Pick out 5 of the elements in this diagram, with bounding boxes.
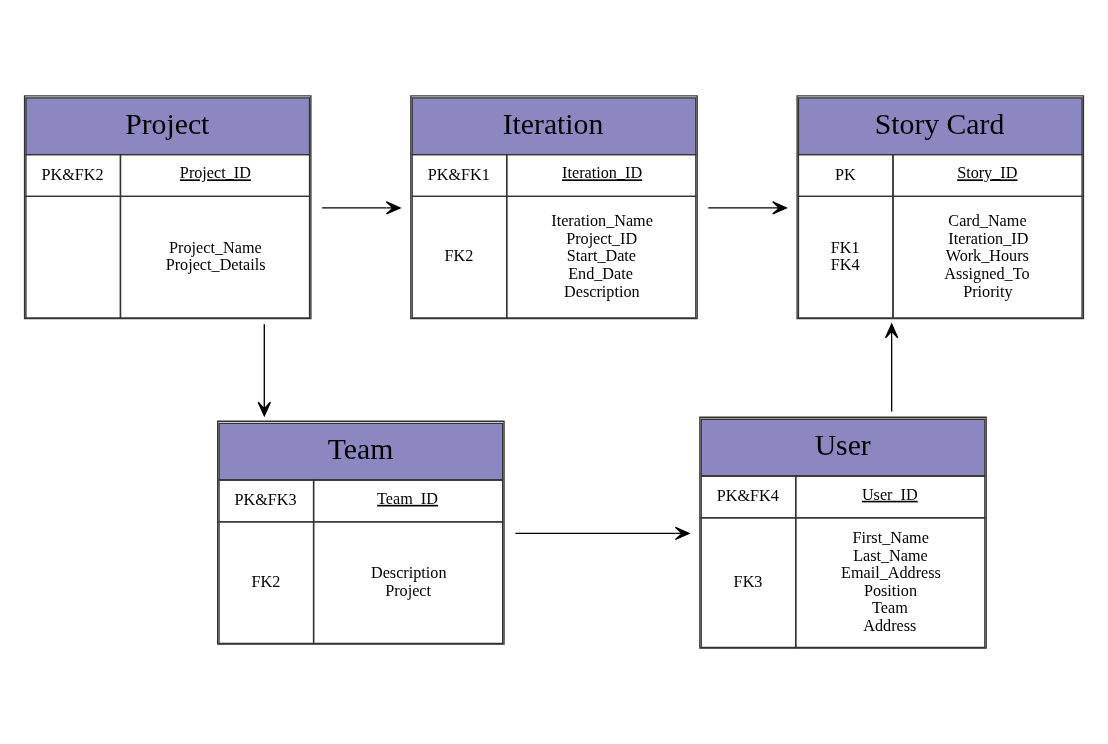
- arrow: [257, 323, 272, 417]
- arrow: [707, 201, 787, 215]
- arrow: [884, 323, 899, 413]
- arrow: [321, 201, 401, 215]
- arrow: [514, 526, 690, 541]
